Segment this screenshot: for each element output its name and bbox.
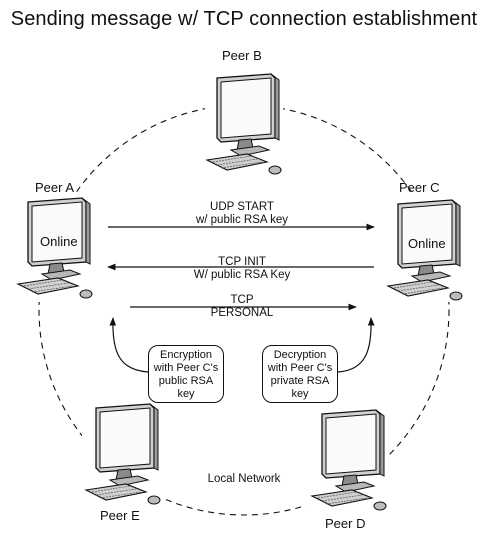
peer-a-status: Online: [40, 234, 78, 249]
decryption-note: Decryption with Peer C's private RSA key: [262, 345, 338, 403]
udp-start-label: UDP START w/ public RSA key: [190, 201, 294, 227]
peer-c-status: Online: [408, 236, 446, 251]
peer-a-label: Peer A: [35, 180, 75, 195]
udp-start-line2: w/ public RSA key: [195, 214, 289, 226]
tcp-personal-line2: PERSONAL: [210, 307, 274, 319]
encryption-note: Encryption with Peer C's public RSA key: [148, 345, 224, 403]
encryption-arrow: [109, 317, 149, 373]
tcp-personal-label: TCP PERSONAL: [190, 294, 294, 320]
udp-start-line1: UDP START: [210, 201, 274, 213]
tcp-init-line1: TCP INIT: [218, 256, 266, 268]
peer-b-label: Peer B: [222, 48, 262, 63]
tcp-personal-line1: TCP: [230, 294, 254, 306]
diagram-title: Sending message w/ TCP connection establ…: [10, 8, 478, 30]
peer-c-label: Peer C: [399, 180, 440, 195]
local-network-label: Local Network: [207, 473, 281, 485]
decryption-arrow: [337, 317, 375, 373]
peer-e-label: Peer E: [100, 508, 140, 523]
local-network-ring: [38, 104, 450, 516]
tcp-init-label: TCP INIT W/ public RSA Key: [190, 256, 294, 282]
peer-d-label: Peer D: [325, 516, 366, 531]
tcp-init-line2: W/ public RSA Key: [193, 269, 291, 281]
